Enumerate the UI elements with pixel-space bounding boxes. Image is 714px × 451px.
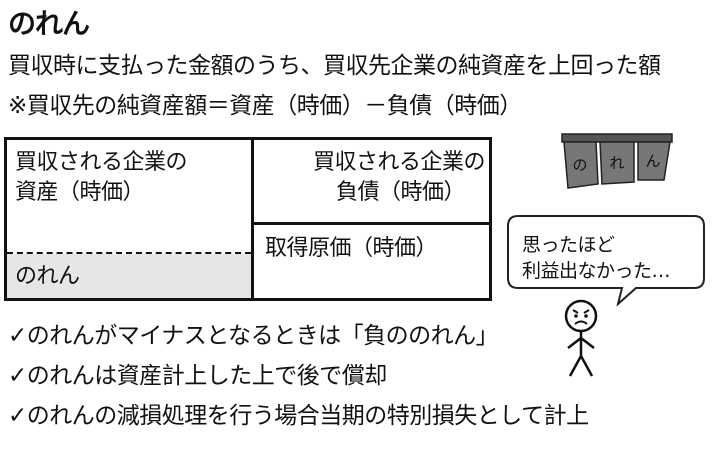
check-item-negative-goodwill: ✓のれんがマイナスとなるときは「負ののれん」 bbox=[8, 323, 499, 349]
speech-line1: 思ったほど bbox=[522, 234, 615, 256]
formula-note: ※買収先の純資産額＝資産（時価）－負債（時価） bbox=[8, 93, 522, 119]
goodwill-label: のれん bbox=[15, 264, 80, 289]
dashed-divider bbox=[7, 252, 251, 254]
acquisition-cost-label: 取得原価（時価） bbox=[265, 236, 438, 261]
speech-text: 思ったほど 利益出なかった… bbox=[522, 232, 671, 284]
check-item-impairment: ✓のれんの減損処理を行う場合当期の特別損失として計上 bbox=[8, 403, 589, 429]
horizontal-divider bbox=[254, 222, 489, 225]
vertical-divider bbox=[251, 140, 254, 298]
liabilities-cell: 買収される企業の 負債（時価） bbox=[265, 148, 486, 208]
speech-bubble bbox=[507, 215, 705, 306]
liabilities-label-line1: 買収される企業の bbox=[312, 150, 486, 175]
speech-line2: 利益出なかった… bbox=[522, 260, 671, 282]
assets-label-line1: 買収される企業の bbox=[15, 150, 188, 175]
definition-text: 買収時に支払った金額のうち、買収先企業の純資産を上回った額 bbox=[8, 53, 661, 79]
curtain-char-2: れ bbox=[609, 154, 624, 172]
assets-cell: 買収される企業の 資産（時価） bbox=[15, 148, 188, 208]
curtain-char-1: の bbox=[572, 156, 587, 174]
check-item-amortization: ✓のれんは資産計上した上で後で償却 bbox=[8, 363, 387, 389]
page-title: のれん bbox=[8, 7, 90, 40]
noren-curtain-icon: の れ ん bbox=[561, 133, 673, 189]
goodwill-area bbox=[7, 254, 251, 298]
curtain-char-3: ん bbox=[645, 152, 660, 170]
balance-sheet-diagram: 買収される企業の 資産（時価） 買収される企業の 負債（時価） 取得原価（時価）… bbox=[4, 137, 492, 301]
assets-label-line2: 資産（時価） bbox=[15, 180, 145, 205]
liabilities-label-line2: 負債（時価） bbox=[335, 180, 466, 205]
worried-person-icon bbox=[564, 299, 598, 377]
